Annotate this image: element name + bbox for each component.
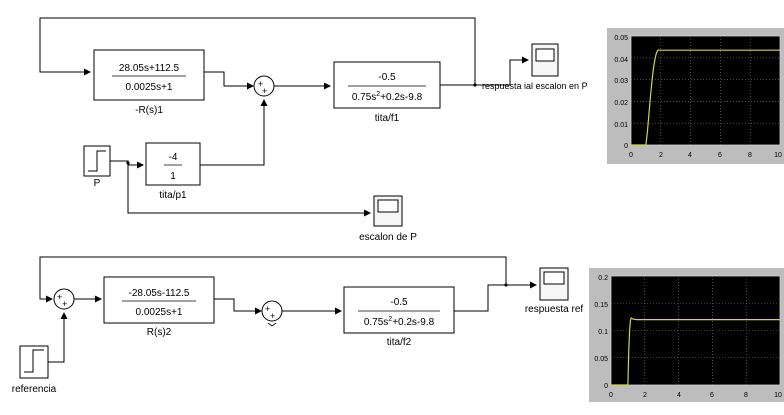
bottom-plant-block[interactable]: -0.5 0.75s2+0.2s-9.8 tita/f2 (343, 286, 455, 348)
bottom-sum1-sign-2: + (62, 299, 67, 309)
x-tick-label: 2 (643, 392, 647, 399)
top-sum-sign-1: + (258, 79, 263, 89)
bottom-plant-num: -0.5 (390, 297, 408, 308)
x-tick-label: 6 (718, 152, 722, 159)
bottom-step-label: referencia (12, 384, 57, 395)
scope-plot-1-trace (631, 49, 780, 146)
top-disturbance-den: 1 (170, 171, 176, 182)
bottom-diagram: + + referencia -28.05s-112.5 0.0025s+1 R… (12, 256, 584, 395)
top-feedback-line (39, 17, 476, 85)
y-tick-label: 0.03 (614, 78, 628, 85)
y-tick-label: 0.04 (614, 57, 628, 64)
scope-plot-2-grid (611, 276, 780, 385)
bottom-controller-to-sum2 (214, 298, 262, 315)
top-step-scope[interactable]: escalon de P (359, 195, 417, 243)
x-tick-label: 8 (748, 152, 752, 159)
y-tick-label: 0 (624, 143, 628, 150)
y-tick-label: 0.02 (614, 100, 628, 107)
x-tick-label: 2 (659, 152, 663, 159)
top-disturbance-label: tita/p1 (159, 190, 187, 201)
top-sum-sign-2: + (262, 86, 267, 96)
x-tick-label: 0 (629, 152, 633, 159)
bottom-sum1-block[interactable]: + + (53, 288, 75, 310)
scope-plot-1-area (630, 35, 781, 146)
top-plant-block[interactable]: -0.5 0.75s2+0.2s-9.8 tita/f1 (333, 61, 441, 124)
bottom-output-scope-label: respuesta ref (525, 304, 584, 315)
top-disturbance-block[interactable]: -4 1 tita/p1 (145, 142, 201, 201)
top-controller-block[interactable]: 28.05s+112.5 0.0025s+1 -R(s)1 (93, 49, 205, 116)
bottom-plant-to-scope (454, 281, 537, 312)
top-plant-den: 0.75s2+0.2s-9.8 (352, 91, 423, 103)
x-tick-label: 0 (609, 392, 613, 399)
bottom-step-source[interactable]: referencia (12, 345, 57, 395)
y-tick-label: 0.15 (594, 302, 608, 309)
top-sum-block[interactable]: + + (253, 75, 275, 97)
scope-plot-2-trace (611, 317, 780, 386)
x-tick-label: 10 (774, 152, 782, 159)
top-controller-to-sum (204, 71, 254, 90)
scope-plot-1-x-ticks: 0 2 4 6 8 10 (629, 152, 782, 159)
top-disturbance-to-sum (200, 99, 268, 166)
bottom-controller-num: -28.05s-112.5 (129, 288, 190, 299)
x-tick-label: 4 (688, 152, 692, 159)
top-controller-label: -R(s)1 (135, 105, 163, 116)
x-tick-label: 4 (677, 392, 681, 399)
top-disturbance-num: -4 (169, 152, 178, 163)
y-tick-label: 0.2 (598, 275, 608, 282)
bottom-controller-den: 0.0025s+1 (136, 307, 183, 318)
top-plant-label: tita/f1 (375, 113, 400, 124)
x-tick-label: 6 (710, 392, 714, 399)
y-tick-label: 0.1 (598, 329, 608, 336)
top-step-scope-label: escalon de P (359, 232, 417, 243)
bottom-plant-label: tita/f2 (387, 337, 412, 348)
y-tick-label: 0.05 (614, 35, 628, 42)
bottom-controller-label: R(s)2 (147, 327, 172, 338)
top-controller-den: 0.0025s+1 (126, 82, 173, 93)
top-step-source[interactable]: P (83, 145, 111, 189)
bottom-sum1-sign-1: + (57, 292, 62, 302)
bottom-sum2-block[interactable]: + + (261, 300, 283, 327)
y-tick-label: 0.05 (594, 356, 608, 363)
scope-plot-1-y-ticks: 0.05 0.04 0.03 0.02 0.01 0 (614, 35, 628, 150)
bottom-sum2-sign-2: + (270, 311, 275, 321)
top-plant-num: -0.5 (378, 72, 396, 83)
bottom-sum2-sign-1: + (265, 304, 270, 314)
top-controller-num: 28.05s+112.5 (119, 63, 180, 74)
scope-plot-2-x-ticks: 0 2 4 6 8 10 (609, 392, 782, 399)
top-output-scope[interactable]: respuesta ial escalon en P (482, 43, 588, 91)
scope-window-1: 0.05 0.04 0.03 0.02 0.01 0 0 2 4 6 8 10 (607, 28, 784, 164)
top-step-to-scope (127, 163, 371, 217)
y-tick-label: 0.01 (614, 122, 628, 129)
bottom-output-scope[interactable]: respuesta ref (525, 267, 584, 315)
top-output-scope-label: respuesta ial escalon en P (482, 81, 588, 91)
scope-window-2: 0.2 0.15 0.1 0.05 0 0 2 4 6 8 10 (589, 268, 784, 402)
bottom-step-to-sum (48, 312, 68, 363)
x-tick-label: 10 (774, 392, 782, 399)
x-tick-label: 8 (744, 392, 748, 399)
y-tick-label: 0 (604, 383, 608, 390)
bottom-feedback-line (39, 256, 507, 303)
bottom-controller-block[interactable]: -28.05s-112.5 0.0025s+1 R(s)2 (103, 276, 215, 338)
bottom-plant-den: 0.75s2+0.2s-9.8 (364, 316, 435, 328)
scope-plot-2-y-ticks: 0.2 0.15 0.1 0.05 0 (594, 275, 608, 390)
top-step-label: P (94, 178, 101, 189)
top-diagram: 28.05s+112.5 0.0025s+1 -R(s)1 + + -0.5 0… (39, 17, 588, 243)
